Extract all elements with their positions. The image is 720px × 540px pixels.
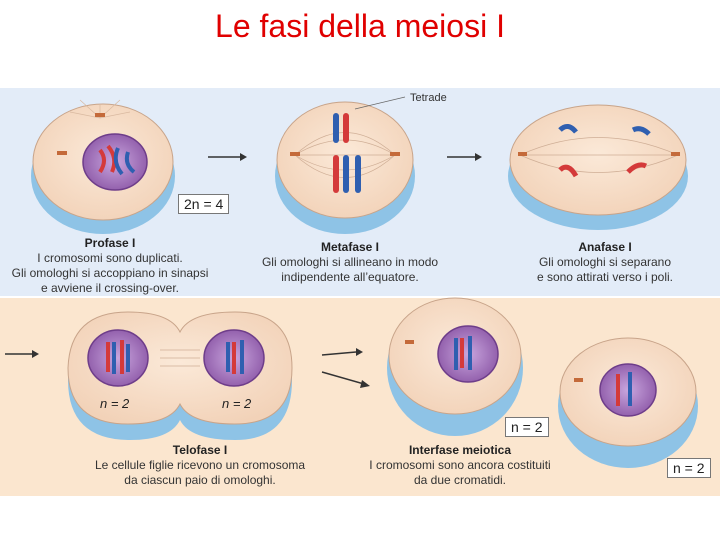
arrow-3 (5, 350, 39, 358)
profase-caption: Profase I I cromosomi sono duplicati. Gl… (0, 236, 220, 296)
telofase-cell (68, 312, 292, 440)
interfase-caption: Interfase meiotica I cromosomi sono anco… (350, 443, 570, 488)
telofase-line: da ciascun paio di omologhi. (80, 473, 320, 488)
profase-ploidy-box: 2n = 4 (178, 194, 229, 214)
anafase-heading: Anafase I (500, 240, 710, 255)
interfase-cell-b (558, 338, 698, 468)
anafase-cell (508, 105, 688, 230)
interfase-ploidy-box-b: n = 2 (667, 458, 711, 478)
metafase-cell (275, 97, 415, 234)
anafase-caption: Anafase I Gli omologhi si separano e son… (500, 240, 710, 285)
arrow-5 (322, 372, 370, 388)
profase-heading: Profase I (0, 236, 220, 251)
interfase-line: I cromosomi sono ancora costituiti (350, 458, 570, 473)
metafase-line: Gli omologhi si allineano in modo (240, 255, 460, 270)
tetrade-label: Tetrade (410, 92, 447, 104)
interfase-cell-a (387, 298, 523, 436)
profase-line: I cromosomi sono duplicati. (0, 251, 220, 266)
anafase-line: e sono attirati verso i poli. (500, 270, 710, 285)
telofase-ploidy-right: n = 2 (222, 396, 251, 411)
metafase-heading: Metafase I (240, 240, 460, 255)
interfase-ploidy-box-a: n = 2 (505, 417, 549, 437)
telofase-heading: Telofase I (80, 443, 320, 458)
profase-line: Gli omologhi si accoppiano in sinapsi (0, 266, 220, 281)
telofase-line: Le cellule figlie ricevono un cromosoma (80, 458, 320, 473)
arrow-4 (322, 348, 363, 356)
telofase-caption: Telofase I Le cellule figlie ricevono un… (80, 443, 320, 488)
interfase-heading: Interfase meiotica (350, 443, 570, 458)
metafase-line: indipendente all’equatore. (240, 270, 460, 285)
profase-line: e avviene il crossing-over. (0, 281, 220, 296)
metafase-caption: Metafase I Gli omologhi si allineano in … (240, 240, 460, 285)
telofase-ploidy-left: n = 2 (100, 396, 129, 411)
arrow-1 (208, 153, 247, 161)
profase-cell (31, 100, 175, 234)
interfase-line: da due cromatidi. (350, 473, 570, 488)
arrow-2 (447, 153, 482, 161)
anafase-line: Gli omologhi si separano (500, 255, 710, 270)
